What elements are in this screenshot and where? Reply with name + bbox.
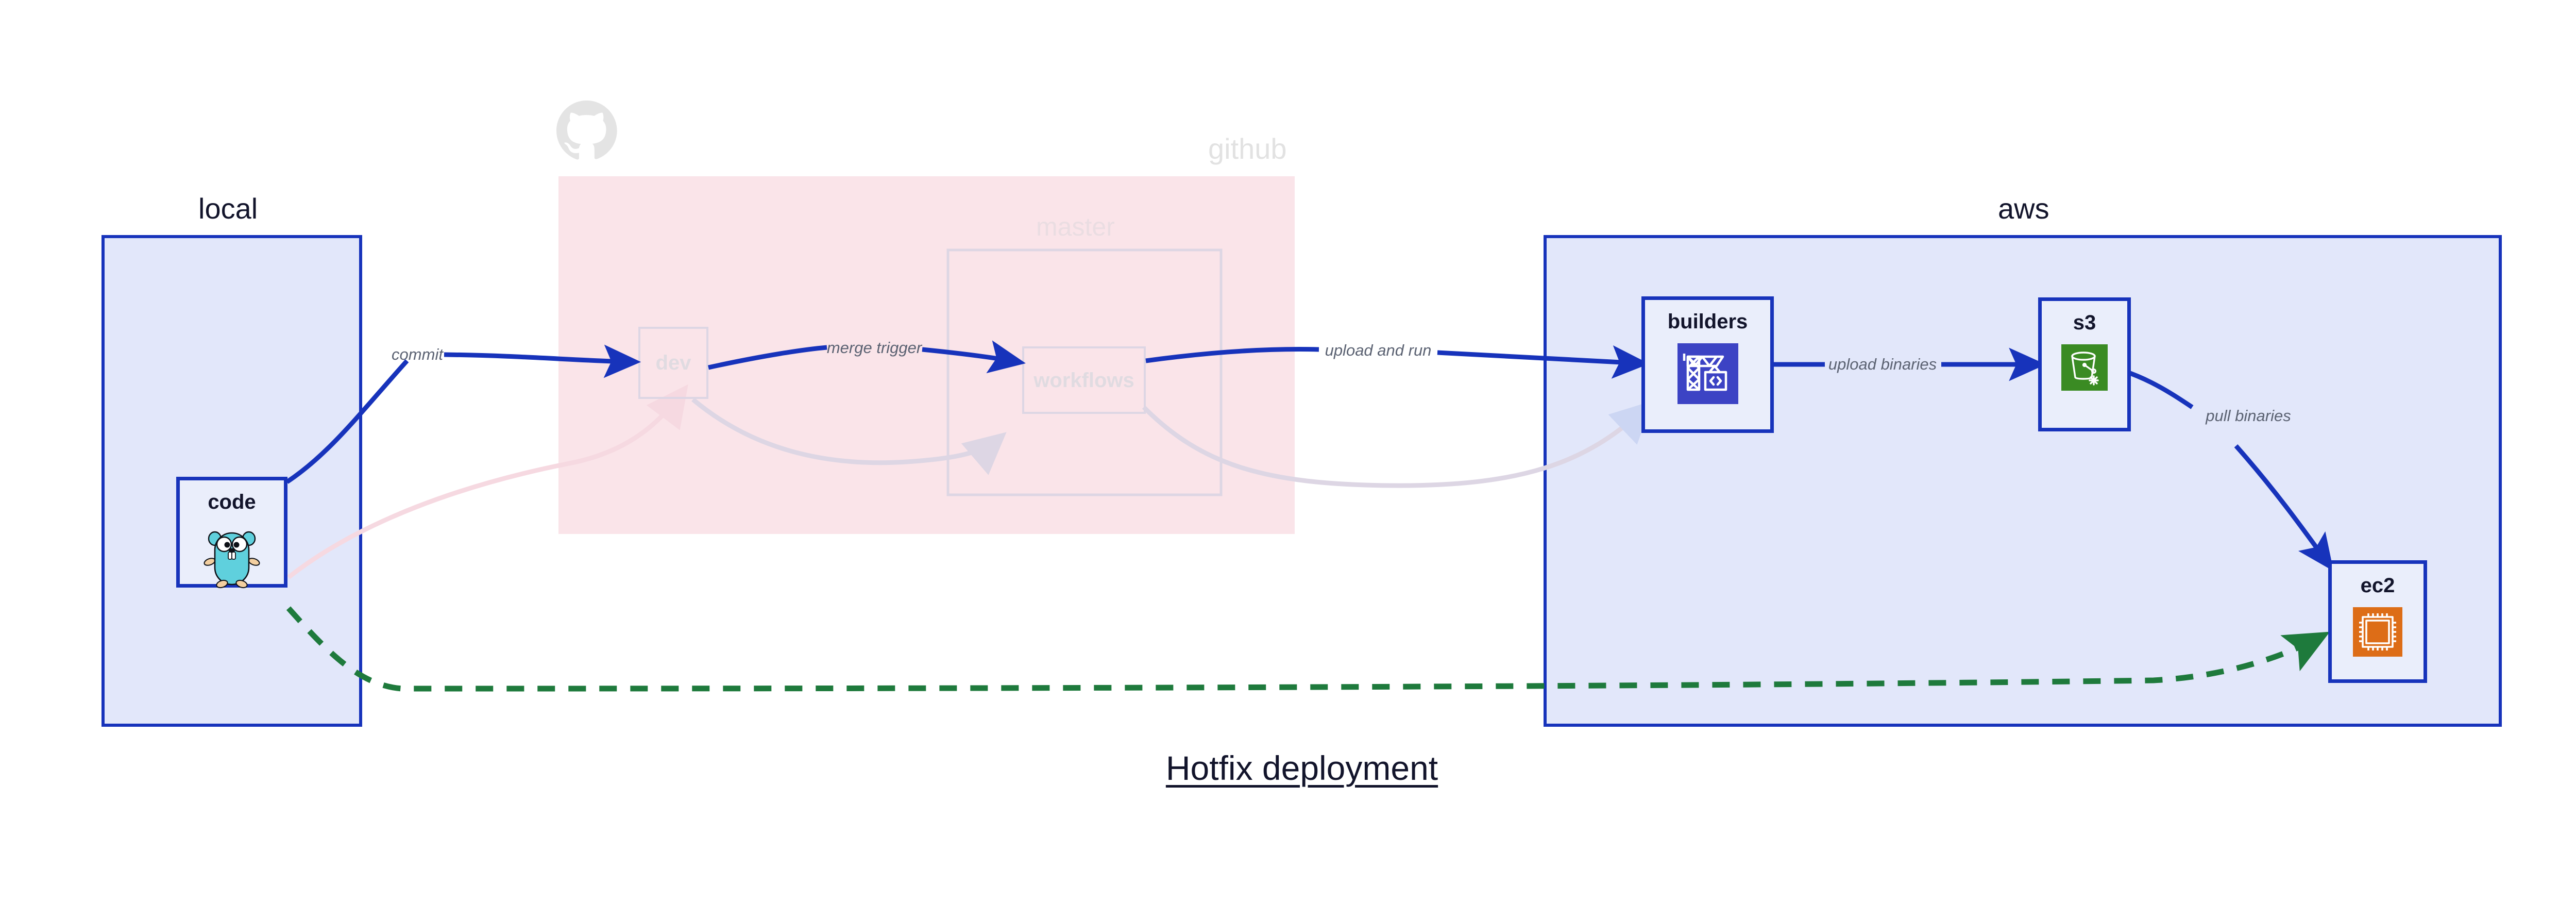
edge-label-upload-binaries: upload binaries xyxy=(1828,355,1937,373)
node-ec2[interactable]: ec2 xyxy=(2328,560,2427,683)
node-code-label: code xyxy=(208,491,256,513)
github-octocat-icon xyxy=(556,101,617,160)
node-builders[interactable]: builders xyxy=(1641,296,1774,433)
page-title: Hotfix deployment xyxy=(1165,749,1438,787)
edge-label-merge-trigger: merge trigger xyxy=(826,339,922,357)
node-dev-label: dev xyxy=(655,352,691,374)
edge-label-pull-binaries: pull binaries xyxy=(2206,407,2291,425)
edge-upload-and-run-b xyxy=(1437,345,1650,379)
edge-merge-trigger-b xyxy=(922,340,1026,374)
edge-commit-a xyxy=(285,359,409,484)
cluster-label-aws: aws xyxy=(1998,192,2049,225)
edge-upload-and-run-a xyxy=(1145,347,1319,363)
aws-codebuild-icon xyxy=(1677,343,1738,407)
node-s3-label: s3 xyxy=(2073,311,2096,334)
node-builders-label: builders xyxy=(1667,310,1748,333)
edge-pull-binaries-b xyxy=(2234,444,2334,572)
cluster-master-rect xyxy=(946,248,1223,496)
edge-label-upload-and-run: upload and run xyxy=(1325,341,1432,359)
ghost-edge-workflows-builders xyxy=(1142,400,1653,488)
edge-commit-b xyxy=(444,344,641,378)
ghost-edge-code-dev xyxy=(287,384,688,579)
cluster-label-github: github xyxy=(1208,132,1287,165)
node-code[interactable]: code xyxy=(176,477,287,589)
go-gopher-icon xyxy=(201,524,262,592)
node-s3[interactable]: s3 xyxy=(2038,297,2131,431)
cluster-label-local: local xyxy=(198,192,258,225)
edge-label-commit: commit xyxy=(392,345,443,363)
edge-hotfix-direct xyxy=(286,606,2330,692)
aws-ec2-icon xyxy=(2353,607,2402,659)
edge-merge-trigger-a xyxy=(708,345,827,370)
node-workflows-label: workflows xyxy=(1033,369,1134,392)
node-workflows[interactable]: workflows xyxy=(1022,346,1146,414)
aws-s3-icon xyxy=(2061,344,2108,393)
node-ec2-label: ec2 xyxy=(2360,574,2395,597)
ghost-edge-dev-workflows xyxy=(691,397,1007,475)
cluster-label-master: master xyxy=(1036,212,1115,241)
